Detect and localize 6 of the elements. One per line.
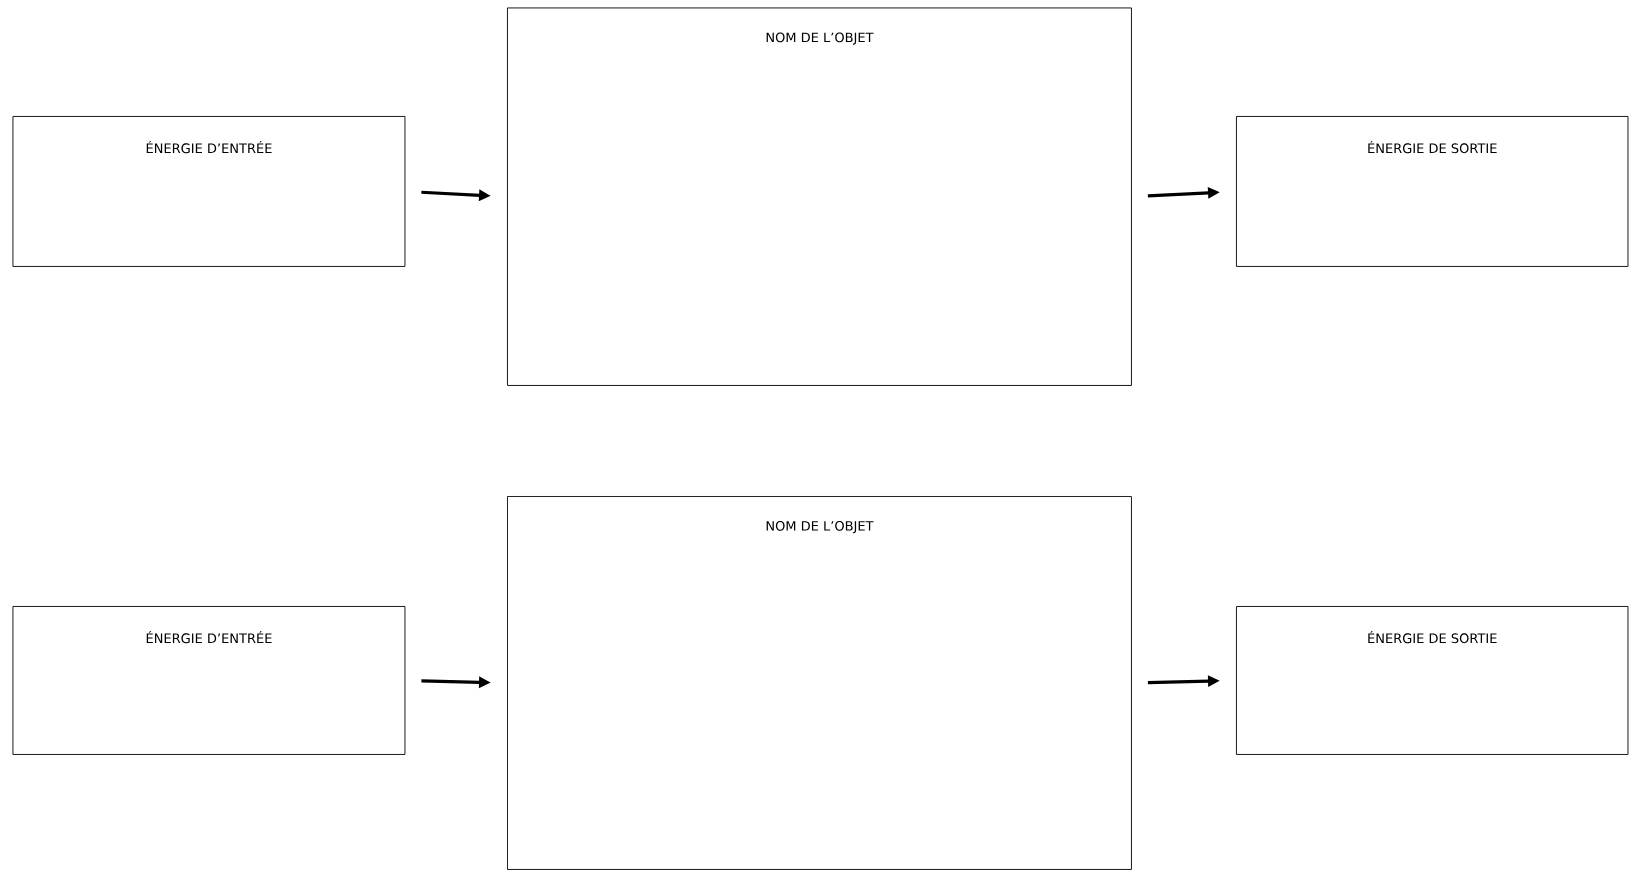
output-box: ÉNERGIE DE SORTIE xyxy=(1236,606,1629,755)
input-box: ÉNERGIE D’ENTRÉE xyxy=(12,606,406,755)
input-box: ÉNERGIE D’ENTRÉE xyxy=(12,116,406,267)
object-box: NOM DE L’OBJET xyxy=(507,7,1132,386)
output-box: ÉNERGIE DE SORTIE xyxy=(1236,116,1629,267)
object-box: NOM DE L’OBJET xyxy=(507,496,1132,870)
